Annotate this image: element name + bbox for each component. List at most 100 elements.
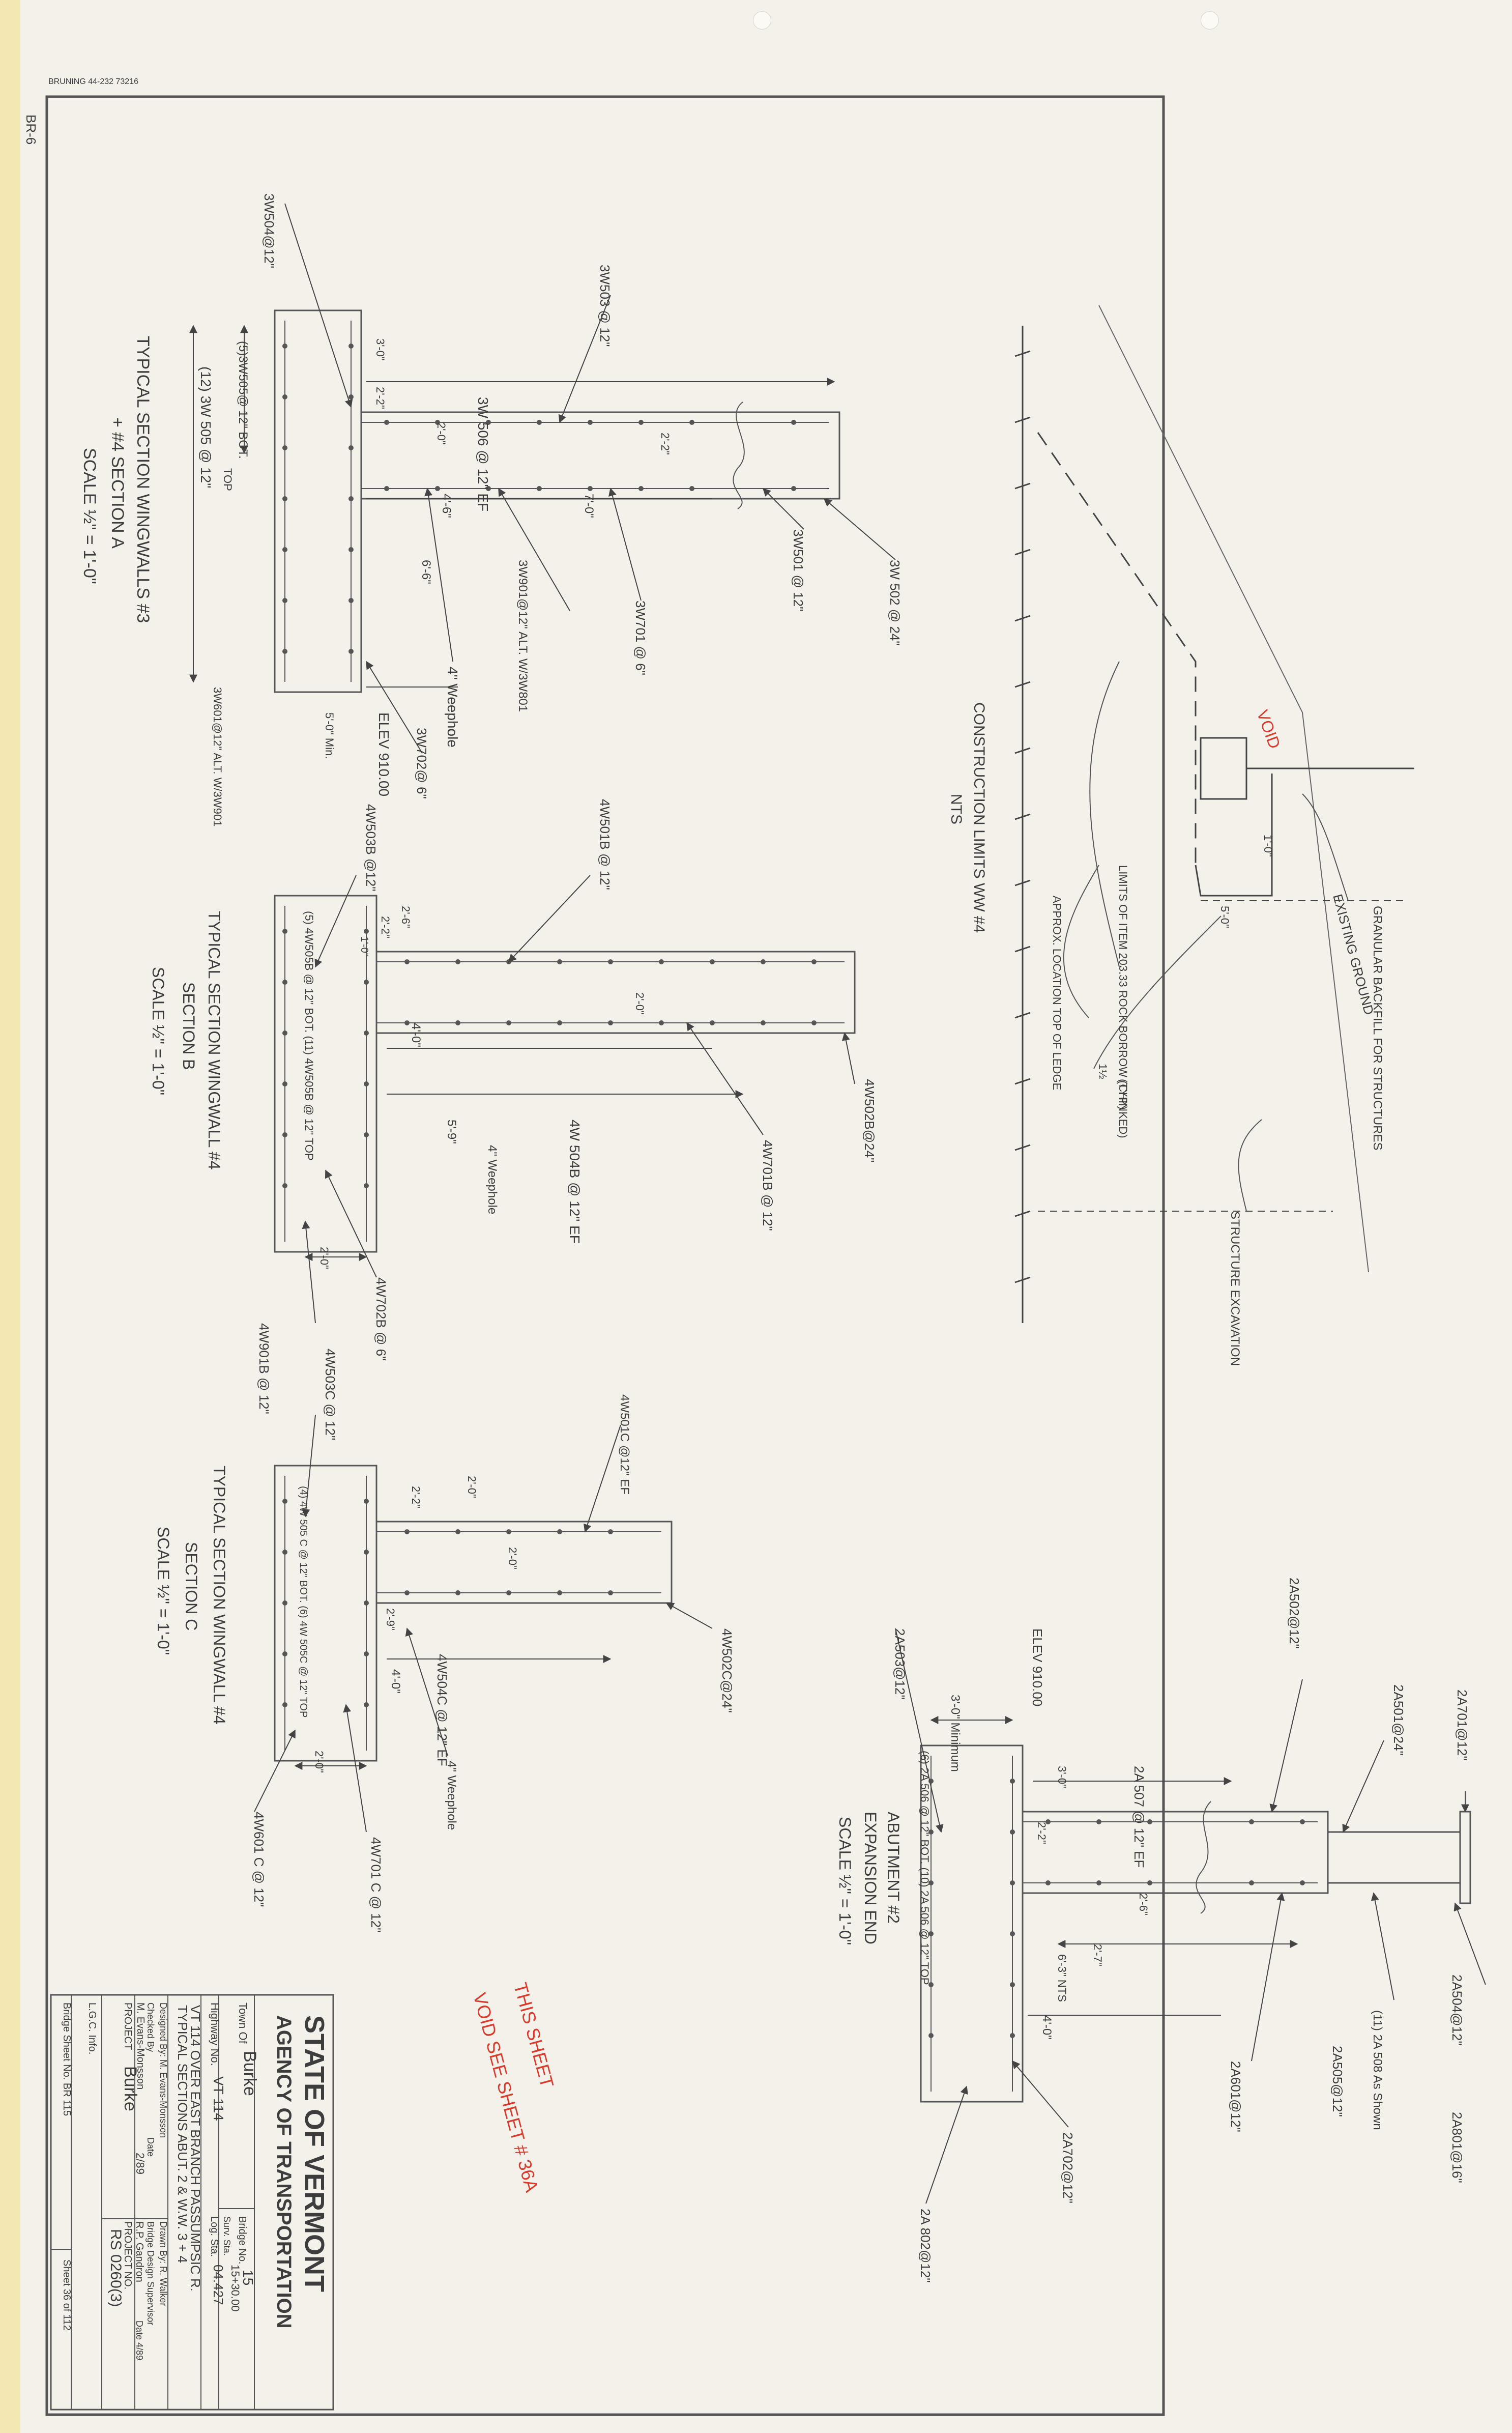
ab-a601: 2A601@12": [1228, 2061, 1243, 2132]
a-d6-6: 6'-6": [419, 560, 433, 584]
a-w505: (12) 3W 505 @ 12": [198, 366, 214, 488]
a-d2-2b: 2'-2": [659, 433, 672, 455]
construction-limits-title: CONSTRUCTION LIMITS WW #4: [971, 702, 987, 933]
b-scale: SCALE ½" = 1'-0": [149, 967, 167, 1095]
b-w901b: 4W901B @ 12": [256, 1323, 272, 1414]
c-w504c: 4W504C @ 12" EF: [434, 1654, 450, 1766]
c-scale: SCALE ½" = 1'-0": [154, 1527, 172, 1655]
c-d2-0b: 2'-0": [506, 1547, 519, 1569]
c-weephole: 4" Weephole: [445, 1761, 458, 1830]
tb-project-label: PROJECT: [122, 2002, 133, 2050]
a-title: TYPICAL SECTION WINGWALLS #3: [133, 336, 153, 623]
tb-checked-date: 2/89: [134, 2153, 147, 2174]
a-w505-top: TOP: [221, 468, 234, 491]
bruning-stamp: BRUNING 44-232 73216: [48, 77, 138, 86]
c-d2-2: 2'-2": [410, 1486, 422, 1508]
a-elev: ELEV 910.00: [376, 712, 392, 796]
c-d2-0: 2'-0": [466, 1476, 478, 1498]
tb-supervisor: R.P. Gandron: [134, 2221, 145, 2282]
a-w601: 3W601@12" ALT. W/3W901: [211, 687, 224, 826]
ab-scale: SCALE ½" = 1'-0": [836, 1817, 854, 1945]
c-w505c: (4) 4W 505 C @ 12" BOT. (6) 4W 505C @ 12…: [298, 1486, 309, 1718]
a-w503: 3W503 @ 12": [597, 265, 613, 347]
ab-a701: 2A701@12": [1455, 1690, 1470, 1761]
tb-highway-label: Highway No.: [209, 2002, 221, 2066]
a-w506: 3W 506 @ 12" EF: [475, 397, 491, 511]
a-w501: 3W501 @ 12": [791, 529, 806, 611]
tb-log-sta: 04.427: [211, 2265, 226, 2305]
ab-a503: 2A503@12": [892, 1628, 908, 1700]
ab-a504: 2A504@12": [1449, 1974, 1465, 2046]
c-title: TYPICAL SECTION WINGWALL #4: [210, 1466, 228, 1725]
b-subtitle: SECTION B: [180, 982, 198, 1070]
tb-lgc: L.G.C. Info.: [86, 2002, 98, 2054]
tb-state: STATE OF VERMONT: [299, 2015, 330, 2292]
a-w502: 3W 502 @ 24": [887, 560, 903, 646]
section-a-detail: 3W504@12" 3W503 @ 12" 3W 506 @ 12" EF (1…: [80, 193, 903, 826]
title-block: STATE OF VERMONT AGENCY OF TRANSPORTATIO…: [50, 1994, 334, 2411]
a-w702: 3W702@ 6": [414, 728, 429, 799]
dim-1-0: 1'-0": [1262, 835, 1274, 857]
c-d2-0c: 2'-0": [313, 1751, 326, 1773]
tb-project-no-label: PROJECT NO.: [122, 2221, 133, 2289]
ab-d3-0b: 3'-0": [1056, 1766, 1068, 1788]
tb-bridge-no: 15: [240, 2270, 256, 2285]
tb-sheet: Sheet 36 of 112: [61, 2259, 72, 2331]
b-d2-0: 2'-0": [633, 992, 646, 1015]
c-d4-0: 4'-0": [389, 1669, 402, 1694]
b-w503b: 4W503B @12": [363, 804, 379, 892]
b-d5-9: 5'-9": [445, 1120, 458, 1144]
ab-elev: ELEV 910.00: [1030, 1628, 1045, 1706]
a-d2-0: 2'-0": [435, 422, 448, 445]
tb-surv-sta-label: Surv. Sta.: [222, 2216, 232, 2256]
b-weephole: 4" Weephole: [485, 1145, 499, 1214]
a-w505c: (5)3W505@ 12" BOT.: [236, 341, 250, 459]
punch-hole: [1201, 11, 1219, 30]
c-w601c: 4W601 C @ 12": [251, 1812, 267, 1907]
sheet-border: [45, 95, 1165, 2416]
tb-town-label: Town Of: [237, 2002, 249, 2044]
tb-log-sta-label: Log. Sta.: [209, 2216, 220, 2257]
ab-a802: 2A 802@12": [918, 2209, 933, 2283]
void-note: THIS SHEET VOID SEE SHEET # 36A: [469, 1980, 558, 2194]
b-title: TYPICAL SECTION WINGWALL #4: [205, 911, 223, 1170]
tb-agency: AGENCY OF TRANSPORTATION: [273, 2015, 295, 2329]
ab-a801: 2A801@16": [1449, 2112, 1465, 2183]
tb-sup-date: Date 4/89: [134, 2321, 144, 2360]
sheet-tag: BR-6: [23, 115, 39, 145]
ab-a507: 2A 507 @ 12" EF: [1131, 1766, 1147, 1868]
ab-d2-6: 2'-6": [1137, 1893, 1150, 1915]
structure-excavation-label: STRUCTURE EXCAVATION: [1228, 1211, 1242, 1366]
construction-limits-scale: NTS: [948, 794, 965, 824]
b-w505b: (5) 4W505B @ 12" BOT. (11) 4W505B @ 12" …: [303, 911, 315, 1161]
tb-supervisor-label: Bridge Design Supervisor: [146, 2221, 156, 2325]
margin-strip: [0, 0, 20, 2433]
a-d4-6: 4'-6": [440, 494, 453, 518]
ab-title: ABUTMENT #2: [884, 1812, 903, 1924]
existing-ground-label: EXISTING GROUND: [1330, 893, 1377, 1017]
ab-d2-7: 2'-7": [1091, 1944, 1104, 1966]
a-w901: 3W901@12" ALT. W/3W801: [516, 560, 530, 712]
a-weephole: 4" Weephole: [445, 667, 460, 748]
approx-ledge-label: APPROX. LOCATION TOP OF LEDGE: [1051, 896, 1063, 1090]
c-subtitle: SECTION C: [182, 1542, 200, 1630]
c-w502c: 4W502C@24": [719, 1628, 735, 1713]
b-d2-0b: 2'-0": [318, 1247, 331, 1269]
tb-drawn: Drawn By: R. Walker: [158, 2221, 168, 2306]
ab-d3-0: 3'-0" Minimum: [948, 1695, 962, 1772]
ab-d6-3: 6'-3" NTS: [1056, 1954, 1068, 2002]
ab-a501: 2A501@24": [1391, 1684, 1406, 1756]
a-d3-0: 3'-0": [374, 338, 387, 361]
section-b-detail: 4W501B @ 12" 4W502B@24" 4W503B @12" (5) …: [149, 799, 877, 1414]
c-w701c: 4W701 C @ 12": [368, 1837, 384, 1932]
tb-drawing-title: TYPICAL SECTIONS ABUT. 2 & W.W. 3 + 4: [175, 2005, 190, 2263]
c-d2-9: 2'-9": [384, 1608, 397, 1630]
tb-designed: Designed By: M. Evans-Monsson: [158, 2002, 168, 2138]
ab-a508: (11) 2A 508 As Shown: [1371, 2010, 1384, 2130]
punch-hole: [753, 11, 771, 30]
ab-a505: 2A505@12": [1330, 2046, 1345, 2117]
tb-checker: M. Evans-Monsson: [135, 2002, 146, 2089]
b-d2-6: 2'-6": [399, 906, 412, 928]
